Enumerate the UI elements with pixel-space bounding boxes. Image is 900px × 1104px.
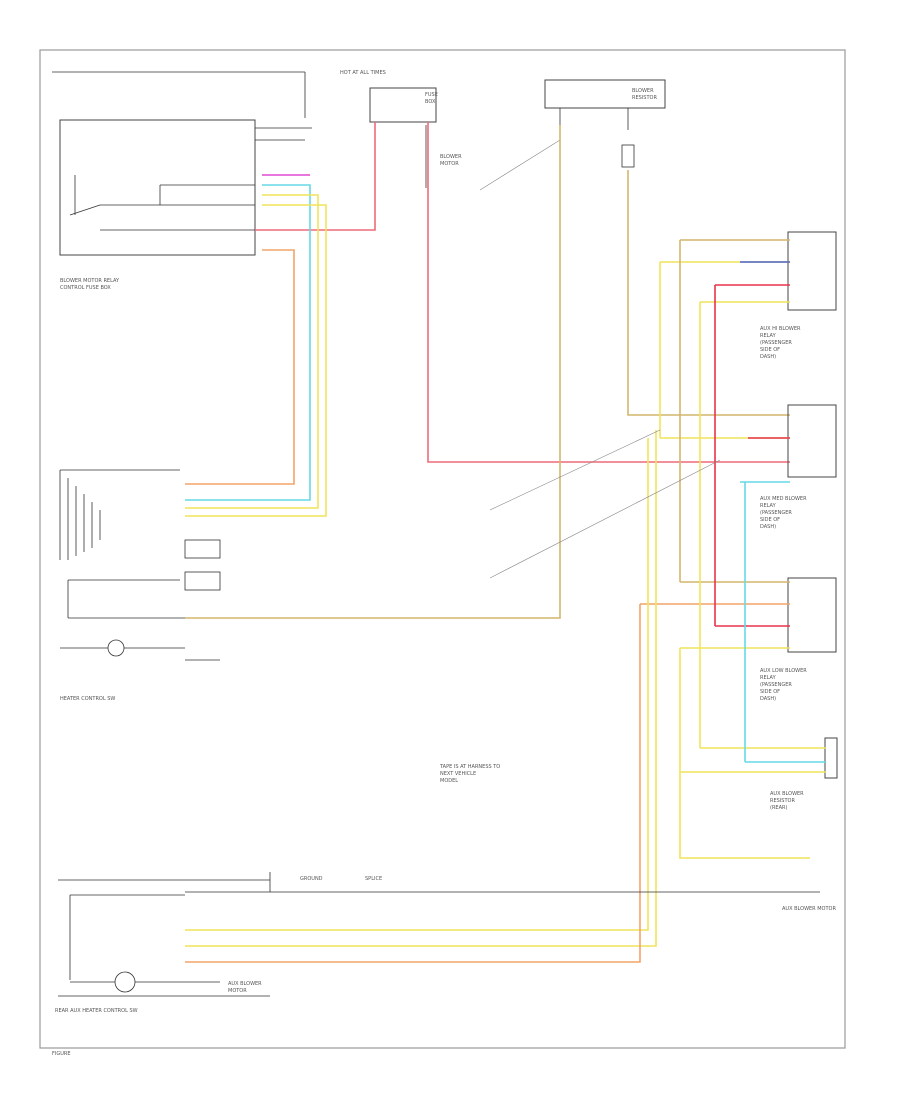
leader-2	[489, 459, 721, 579]
aux-relay-3-l5: DASH)	[760, 696, 776, 702]
fuse-top-line1: FUSE	[425, 92, 438, 98]
aux-relay-2-l4: SIDE OF	[760, 517, 780, 523]
aux-relay-1-l5: DASH)	[760, 354, 776, 360]
wire-orange	[185, 249, 295, 485]
aux-relay-3-l2: RELAY	[760, 675, 777, 681]
rear-aux-control: REAR AUX HEATER CONTROL SW AUX BLOWER MO…	[55, 872, 820, 1014]
aux-blower-motor-label: AUX BLOWER MOTOR	[782, 906, 836, 912]
fuse-box-top: FUSE BOX HOT AT ALL TIMES	[340, 70, 438, 123]
motor-2-line2: MOTOR	[228, 988, 247, 994]
page-ref: FIGURE	[52, 1051, 71, 1057]
wire-orange-down	[185, 604, 641, 963]
wire-pink	[255, 122, 376, 231]
blower-resistor-top: BLOWER RESISTOR	[544, 79, 666, 168]
aux-relay-3-l3: (PASSENGER	[760, 682, 792, 688]
note-ground: GROUND	[300, 876, 323, 882]
wire-red	[427, 122, 790, 463]
aux-relay-2-l5: DASH)	[760, 524, 776, 530]
blower-relay-box-left: BLOWER MOTOR RELAY CONTROL FUSE BOX	[52, 71, 312, 291]
note-splice: SPLICE	[365, 876, 382, 882]
resistor-line2: RESISTOR	[632, 95, 657, 101]
aux-relay-1-l2: RELAY	[760, 333, 777, 339]
wire-yellow-a	[185, 194, 319, 509]
aux-relay-3: AUX LOW BLOWER RELAY (PASSENGER SIDE OF …	[640, 577, 837, 702]
fuse-top-line2: BOX	[425, 99, 436, 105]
blower-relay-left-line2: CONTROL FUSE BOX	[60, 285, 111, 291]
resistor-line1: BLOWER	[632, 88, 654, 94]
wire-yellow-b	[185, 204, 327, 517]
wire-yellow-down-2	[185, 430, 657, 947]
heater-control-switch: HEATER CONTROL SW	[59, 469, 221, 702]
wire-tan-main	[185, 125, 561, 619]
aux-relay-3-l4: SIDE OF	[760, 689, 780, 695]
aux-relay-1-l4: SIDE OF	[760, 347, 780, 353]
aux-resistor: AUX BLOWER RESISTOR (REAR)	[680, 737, 838, 811]
aux-relay-1: AUX HI BLOWER RELAY (PASSENGER SIDE OF D…	[660, 231, 837, 360]
motor-2-line1: AUX BLOWER	[228, 981, 262, 987]
blower-motor-top: BLOWER MOTOR	[425, 125, 561, 191]
motor-1-line2: MOTOR	[440, 161, 459, 167]
riser-yellow-3	[679, 648, 810, 859]
blower-relay-left-line1: BLOWER MOTOR RELAY	[60, 278, 120, 284]
rear-control-label: REAR AUX HEATER CONTROL SW	[55, 1008, 138, 1014]
wire-tan-right	[627, 170, 790, 416]
aux-resistor-l2: RESISTOR	[770, 798, 795, 804]
aux-relay-2-l1: AUX MED BLOWER	[760, 496, 807, 502]
aux-relay-3-l1: AUX LOW BLOWER	[760, 668, 807, 674]
aux-relay-1-l1: AUX HI BLOWER	[760, 326, 801, 332]
aux-relay-2: AUX MED BLOWER RELAY (PASSENGER SIDE OF …	[660, 404, 837, 530]
center-note-2: NEXT VEHICLE	[440, 771, 476, 777]
aux-resistor-l3: (REAR)	[770, 805, 787, 811]
center-note-3: MODEL	[440, 778, 458, 784]
motor-1-line1: BLOWER	[440, 154, 462, 160]
wire-cyan	[185, 184, 311, 501]
leader-1	[489, 429, 661, 511]
aux-relay-2-l2: RELAY	[760, 503, 777, 509]
aux-relay-2-l3: (PASSENGER	[760, 510, 792, 516]
aux-resistor-l1: AUX BLOWER	[770, 791, 804, 797]
wire-yellow-down-1	[185, 438, 649, 931]
hot-at-all-times: HOT AT ALL TIMES	[340, 70, 386, 76]
center-note-1: TAPE IS AT HARNESS TO	[439, 764, 500, 770]
aux-relay-1-l3: (PASSENGER	[760, 340, 792, 346]
diagram-frame	[39, 49, 846, 1049]
heater-control-label: HEATER CONTROL SW	[60, 696, 115, 702]
